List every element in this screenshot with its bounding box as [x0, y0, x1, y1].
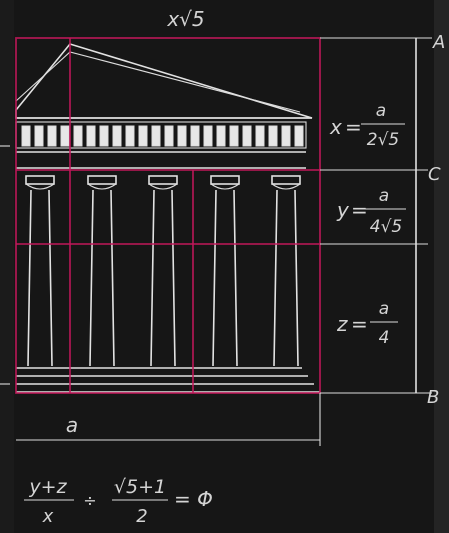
triglyph [164, 125, 174, 147]
column-capital [87, 175, 117, 185]
ratio-formula: y+z x ÷ √5+1 2 = Φ [24, 476, 213, 527]
ratio-right-denominator: 2 [136, 506, 147, 527]
svg-text:=: = [351, 312, 368, 336]
point-label-c: C [428, 164, 441, 185]
column-shaft [27, 189, 53, 367]
ratio-separator: ÷ [83, 491, 96, 510]
equation-y-denominator: 4√5 [370, 217, 402, 237]
triglyph [125, 125, 135, 147]
triglyph [216, 125, 226, 147]
equation-z-denominator: 4 [379, 328, 390, 348]
equation-x-denominator: 2√5 [367, 130, 399, 150]
equation-y-lhs: y [336, 198, 350, 222]
point-label-b: B [427, 387, 439, 408]
triglyph [281, 125, 291, 147]
column-capital [25, 175, 55, 185]
page-panel [14, 0, 434, 533]
base-dimension: a [16, 393, 321, 446]
column [25, 175, 55, 367]
column-capital [148, 175, 178, 185]
triglyph [86, 125, 96, 147]
equation-y: y = a 4√5 [336, 186, 406, 237]
triglyph [138, 125, 148, 147]
column [271, 175, 301, 367]
ratio-left-numerator: y+z [28, 476, 67, 498]
column [87, 175, 117, 367]
equation-z-lhs: z [336, 312, 348, 336]
triglyph [203, 125, 213, 147]
triglyph [151, 125, 161, 147]
base-label: a [66, 413, 78, 437]
top-label: x√5 [166, 7, 204, 31]
triglyph [242, 125, 252, 147]
ratio-rhs: = Φ [174, 487, 213, 511]
triglyph [99, 125, 109, 147]
triglyph [294, 125, 304, 147]
equation-x-numerator: a [376, 101, 386, 121]
column-shaft [273, 189, 299, 367]
side-scale: A C B [320, 32, 445, 408]
ratio-right-numerator: √5+1 [114, 476, 166, 498]
column-capital [271, 175, 301, 185]
column [148, 175, 178, 367]
column-echinus [148, 183, 178, 190]
point-label-a: A [432, 32, 445, 53]
triglyph [255, 125, 265, 147]
grid-outer-rect [15, 37, 321, 394]
column [210, 175, 240, 367]
equation-z: z = a 4 [336, 299, 398, 348]
triglyph [21, 125, 31, 147]
column-echinus [271, 183, 301, 190]
triglyph [60, 125, 70, 147]
triglyph [190, 125, 200, 147]
triglyph [177, 125, 187, 147]
svg-text:=: = [345, 115, 362, 139]
triglyph [229, 125, 239, 147]
temple-drawing [15, 43, 320, 393]
triglyph [112, 125, 122, 147]
column-row [25, 175, 301, 367]
column-echinus [25, 183, 55, 190]
column-capital [210, 175, 240, 185]
column-echinus [210, 183, 240, 190]
column-shaft [89, 189, 115, 367]
proportion-grid [15, 37, 321, 394]
equation-x-lhs: x [329, 115, 342, 139]
equation-z-numerator: a [379, 299, 389, 319]
svg-text:=: = [351, 198, 368, 222]
triglyph [73, 125, 83, 147]
triglyph [47, 125, 57, 147]
column-shaft [212, 189, 238, 367]
column-shaft [150, 189, 176, 367]
triglyph [34, 125, 44, 147]
equation-x: x = a 2√5 [329, 101, 405, 150]
column-echinus [87, 183, 117, 190]
page-right-margin [434, 0, 449, 533]
ratio-left-denominator: x [42, 506, 54, 527]
triglyph-row [21, 125, 304, 147]
triglyph [268, 125, 278, 147]
equation-y-numerator: a [379, 186, 389, 206]
